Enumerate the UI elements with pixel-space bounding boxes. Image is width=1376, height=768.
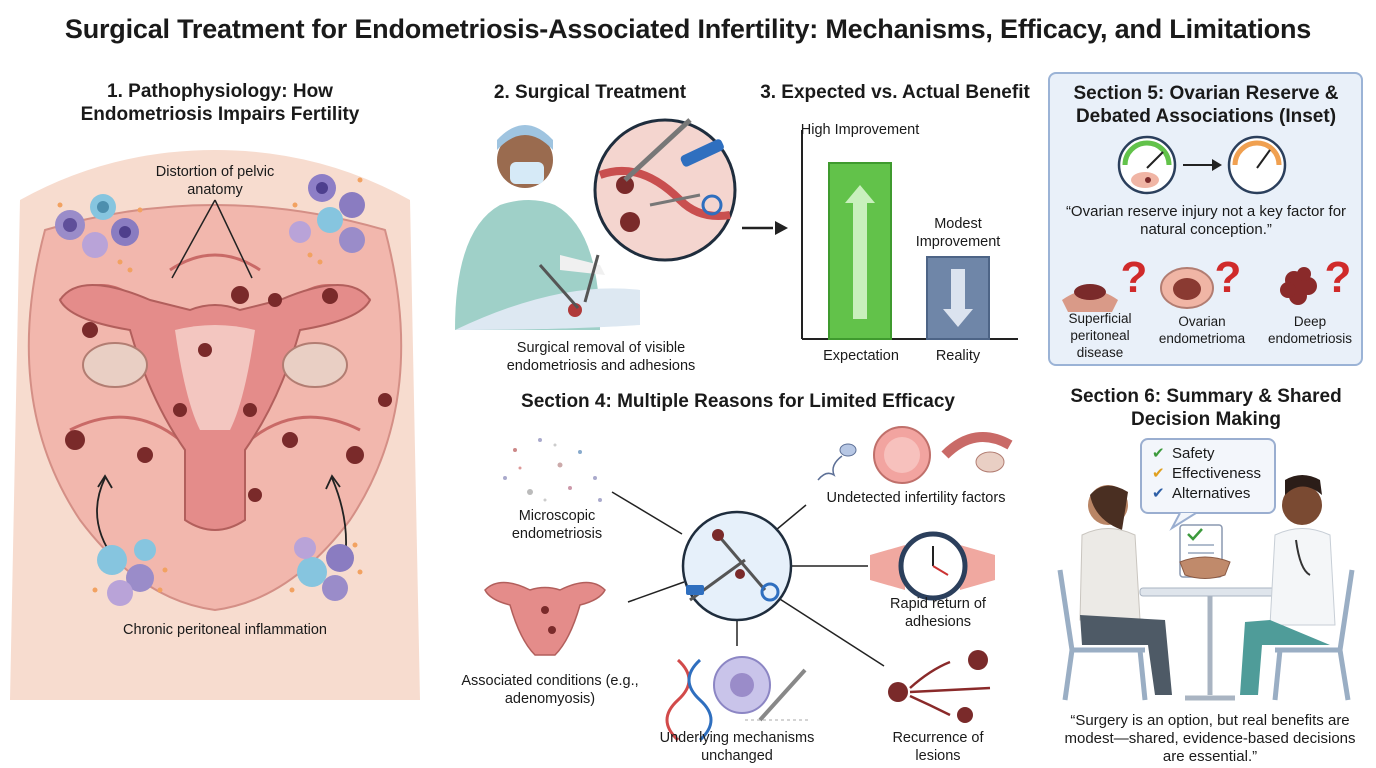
checklist-item: ✔Alternatives bbox=[1152, 485, 1251, 502]
cytokine-dots bbox=[57, 177, 363, 593]
arrow-right-icon bbox=[742, 221, 788, 235]
bubble-tail bbox=[1169, 512, 1197, 531]
scalpel-icon bbox=[745, 668, 810, 722]
gauge-icon bbox=[1227, 135, 1287, 195]
sperm-icon bbox=[817, 443, 857, 481]
speech-bubble bbox=[1140, 438, 1276, 514]
bar-data-label-modest: Modest Improvement bbox=[915, 216, 1001, 250]
lesion-icon bbox=[65, 286, 392, 502]
reason-undetected: Undetected infertility factors bbox=[826, 490, 1006, 506]
section1-heading: 1. Pathophysiology: How Endometriosis Im… bbox=[80, 81, 360, 125]
checkmark-icon: ✔ bbox=[1152, 445, 1165, 462]
surgical-instrument-icon bbox=[538, 254, 600, 309]
section4-heading: Section 4: Multiple Reasons for Limited … bbox=[521, 391, 955, 412]
reason-recurrence: Recurrence of lesions bbox=[892, 730, 984, 764]
reason-adhesions: Rapid return of adhesions bbox=[890, 596, 986, 630]
arrow-up-icon bbox=[845, 185, 875, 319]
uterus-icon bbox=[484, 581, 606, 656]
pointer-lines bbox=[171, 199, 253, 279]
immune-cell-icon bbox=[55, 174, 365, 606]
checklist: ✔Safety ✔Effectiveness ✔Alternatives bbox=[1152, 444, 1276, 504]
checkmark-icon: ✔ bbox=[1152, 485, 1165, 502]
bar-data-label-high: High Improvement bbox=[800, 122, 920, 138]
lesion-icon bbox=[1062, 284, 1118, 312]
ovary-icon bbox=[82, 342, 348, 388]
x-tick-reality: Reality bbox=[935, 348, 981, 364]
lesion-recurrence-icon bbox=[888, 650, 991, 723]
microscopic-dots bbox=[503, 438, 602, 502]
egg-cell-icon bbox=[873, 426, 931, 484]
table-icon bbox=[1139, 587, 1281, 701]
doctor-icon bbox=[1240, 475, 1336, 695]
patient-icon bbox=[1079, 485, 1172, 695]
dna-icon bbox=[665, 658, 713, 742]
chair-icon bbox=[1057, 569, 1355, 701]
cell-icon bbox=[713, 656, 771, 714]
ovary-icon bbox=[1160, 267, 1214, 309]
section6-heading: Section 6: Summary & Shared Decision Mak… bbox=[1070, 386, 1342, 430]
section5-quote: “Ovarian reserve injury not a key factor… bbox=[1065, 203, 1347, 238]
arrow-down-icon bbox=[943, 269, 973, 327]
reason-microscopic: Microscopic endometriosis bbox=[511, 508, 603, 542]
item-deep: Deep endometriosis bbox=[1267, 314, 1353, 346]
clock-icon bbox=[870, 531, 995, 601]
patient-drape bbox=[455, 288, 640, 330]
item-superficial: Superficial peritoneal disease bbox=[1068, 311, 1132, 360]
arrow-right-icon bbox=[1183, 159, 1222, 171]
section6-quote: “Surgery is an option, but real benefits… bbox=[1064, 712, 1356, 765]
checklist-item: ✔Safety bbox=[1152, 445, 1215, 462]
page-title: Surgical Treatment for Endometriosis-Ass… bbox=[64, 14, 1312, 44]
handshake-icon bbox=[1179, 556, 1231, 579]
gauge-icon bbox=[1117, 135, 1177, 195]
section2-heading: 2. Surgical Treatment bbox=[493, 82, 687, 103]
item-ovarian: Ovarian endometrioma bbox=[1158, 314, 1246, 346]
section2-caption: Surgical removal of visible endometriosi… bbox=[506, 340, 696, 374]
question-mark-superficial: ? bbox=[1120, 253, 1148, 302]
section5-inset bbox=[1048, 72, 1363, 366]
connector-lines bbox=[611, 491, 885, 667]
magnified-view bbox=[593, 118, 737, 262]
section5-heading: Section 5: Ovarian Reserve & Debated Ass… bbox=[1073, 83, 1339, 127]
question-mark-ovarian: ? bbox=[1214, 253, 1242, 302]
lesion-icon bbox=[1280, 267, 1317, 305]
fallopian-tube-icon bbox=[941, 432, 1013, 473]
x-tick-expectation: Expectation bbox=[823, 348, 899, 364]
section3-heading: 3. Expected vs. Actual Benefit bbox=[760, 82, 1030, 103]
reason-associated: Associated conditions (e.g., adenomyosis… bbox=[461, 673, 639, 707]
label-inflammation: Chronic peritoneal inflammation bbox=[123, 622, 327, 638]
checkmark-icon: ✔ bbox=[1152, 465, 1165, 482]
reason-mechanisms: Underlying mechanisms unchanged bbox=[659, 730, 815, 764]
central-surgery-icon bbox=[681, 510, 793, 622]
label-distortion: Distortion of pelvic anatomy bbox=[155, 164, 275, 198]
uterus-icon bbox=[58, 284, 372, 531]
checklist-item: ✔Effectiveness bbox=[1152, 465, 1261, 482]
question-mark-deep: ? bbox=[1324, 253, 1352, 302]
